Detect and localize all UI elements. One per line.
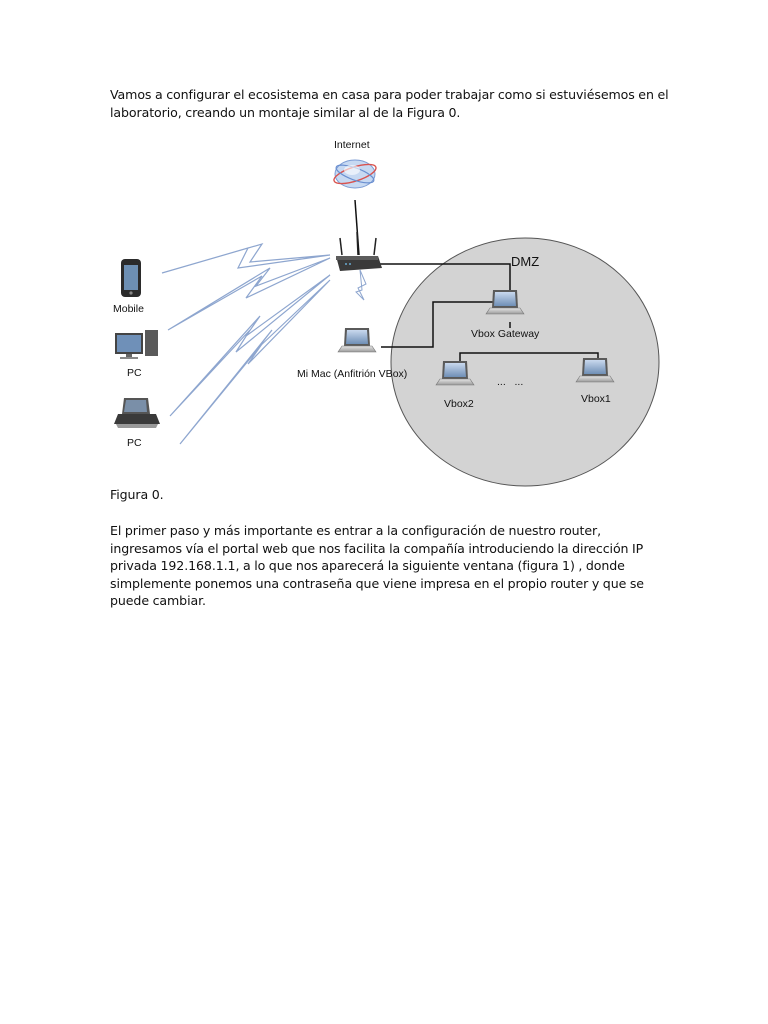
pc1-label: PC <box>127 367 142 379</box>
more-vms-ellipsis: ... ... <box>497 376 523 388</box>
dmz-label: DMZ <box>511 254 539 269</box>
body-paragraph: El primer paso y más importante es entra… <box>110 523 644 608</box>
vbox2-label: Vbox2 <box>444 398 474 410</box>
internet-cloud-icon <box>333 159 377 189</box>
mac-label: Mi Mac (Anfitrión VBox) <box>297 368 407 380</box>
mobile-label: Mobile <box>113 303 144 315</box>
gateway-label: Vbox Gateway <box>471 328 540 340</box>
dmz-zone <box>390 237 660 487</box>
mac-laptop-icon <box>337 327 377 353</box>
desktop-pc-icon <box>115 330 158 359</box>
internet-label: Internet <box>334 139 370 151</box>
vbox1-label: Vbox1 <box>581 393 611 405</box>
network-diagram: Internet Mobile PC PC Mi Mac (Anfitrión … <box>113 139 660 487</box>
pc2-label: PC <box>127 437 142 449</box>
wireless-links <box>161 242 367 445</box>
figure-caption: Figura 0. <box>110 487 164 502</box>
mobile-phone-icon <box>121 259 141 297</box>
router-icon <box>336 231 382 271</box>
intro-paragraph: Vamos a configurar el ecosistema en casa… <box>110 87 669 120</box>
workstation-icon <box>114 398 160 428</box>
